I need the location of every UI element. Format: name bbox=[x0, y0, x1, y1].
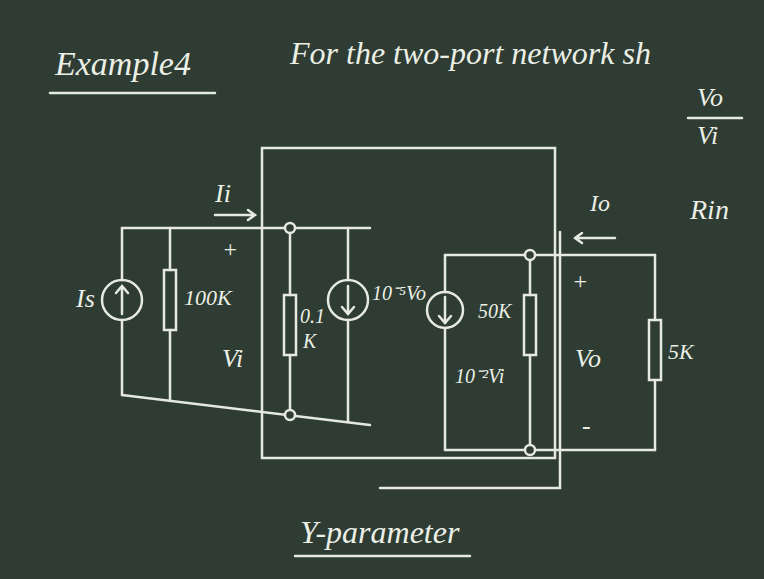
dependent-source-symbol bbox=[427, 292, 463, 328]
wire bbox=[529, 260, 532, 445]
terminal-dot bbox=[285, 223, 295, 233]
input-voltage: Vi bbox=[697, 122, 718, 151]
dependent-source-symbol bbox=[328, 280, 368, 320]
voltage-label: Vi bbox=[222, 345, 243, 374]
current-arrow bbox=[215, 210, 255, 220]
terminal-dot bbox=[525, 250, 535, 260]
heading-text: For the two-port network sh bbox=[290, 36, 651, 71]
source-label: Is bbox=[76, 285, 95, 314]
resistor-value: 100K bbox=[184, 286, 232, 310]
resistor-value: 0.1 bbox=[300, 305, 325, 327]
wire bbox=[289, 233, 292, 410]
wire bbox=[122, 227, 370, 230]
wire bbox=[444, 255, 447, 450]
wire bbox=[445, 255, 655, 450]
resistor-symbol bbox=[284, 295, 296, 355]
caption-underline bbox=[295, 555, 470, 558]
resistor-value: 50K bbox=[478, 300, 511, 322]
fraction-bar bbox=[688, 117, 742, 120]
wire bbox=[169, 228, 172, 401]
current-label: Ii bbox=[215, 180, 231, 209]
voltage-label: Vo bbox=[575, 345, 601, 374]
resistor-value: 5K bbox=[668, 340, 694, 364]
wire bbox=[122, 395, 370, 425]
wire bbox=[654, 255, 657, 450]
source-value: 10⁻²Vi bbox=[455, 365, 504, 387]
polarity-mark: + bbox=[572, 268, 588, 294]
output-voltage: Vo bbox=[697, 84, 723, 113]
terminal-dot bbox=[285, 410, 295, 420]
chalk-lines bbox=[50, 93, 742, 556]
current-source-symbol bbox=[102, 280, 142, 320]
polarity-mark: - bbox=[582, 412, 591, 441]
title-underline bbox=[50, 92, 215, 95]
source-arrow bbox=[342, 286, 354, 314]
resistor-symbol bbox=[649, 320, 661, 380]
source-arrow bbox=[439, 297, 451, 323]
current-label: Io bbox=[590, 190, 610, 216]
terminal-dot bbox=[525, 445, 535, 455]
source-value: 10⁻⁵Vo bbox=[372, 282, 426, 304]
current-arrow bbox=[575, 233, 615, 243]
caption: Y-parameter bbox=[300, 515, 459, 550]
title: Example4 bbox=[55, 45, 191, 82]
input-resistance: Rin bbox=[690, 195, 729, 226]
resistor-unit: K bbox=[303, 330, 316, 352]
two-port-box bbox=[262, 148, 555, 458]
wire bbox=[347, 228, 350, 422]
source-arrow bbox=[116, 286, 128, 314]
polarity-mark: + bbox=[222, 236, 238, 262]
resistor-symbol bbox=[164, 270, 176, 330]
resistor-symbol bbox=[524, 295, 536, 355]
